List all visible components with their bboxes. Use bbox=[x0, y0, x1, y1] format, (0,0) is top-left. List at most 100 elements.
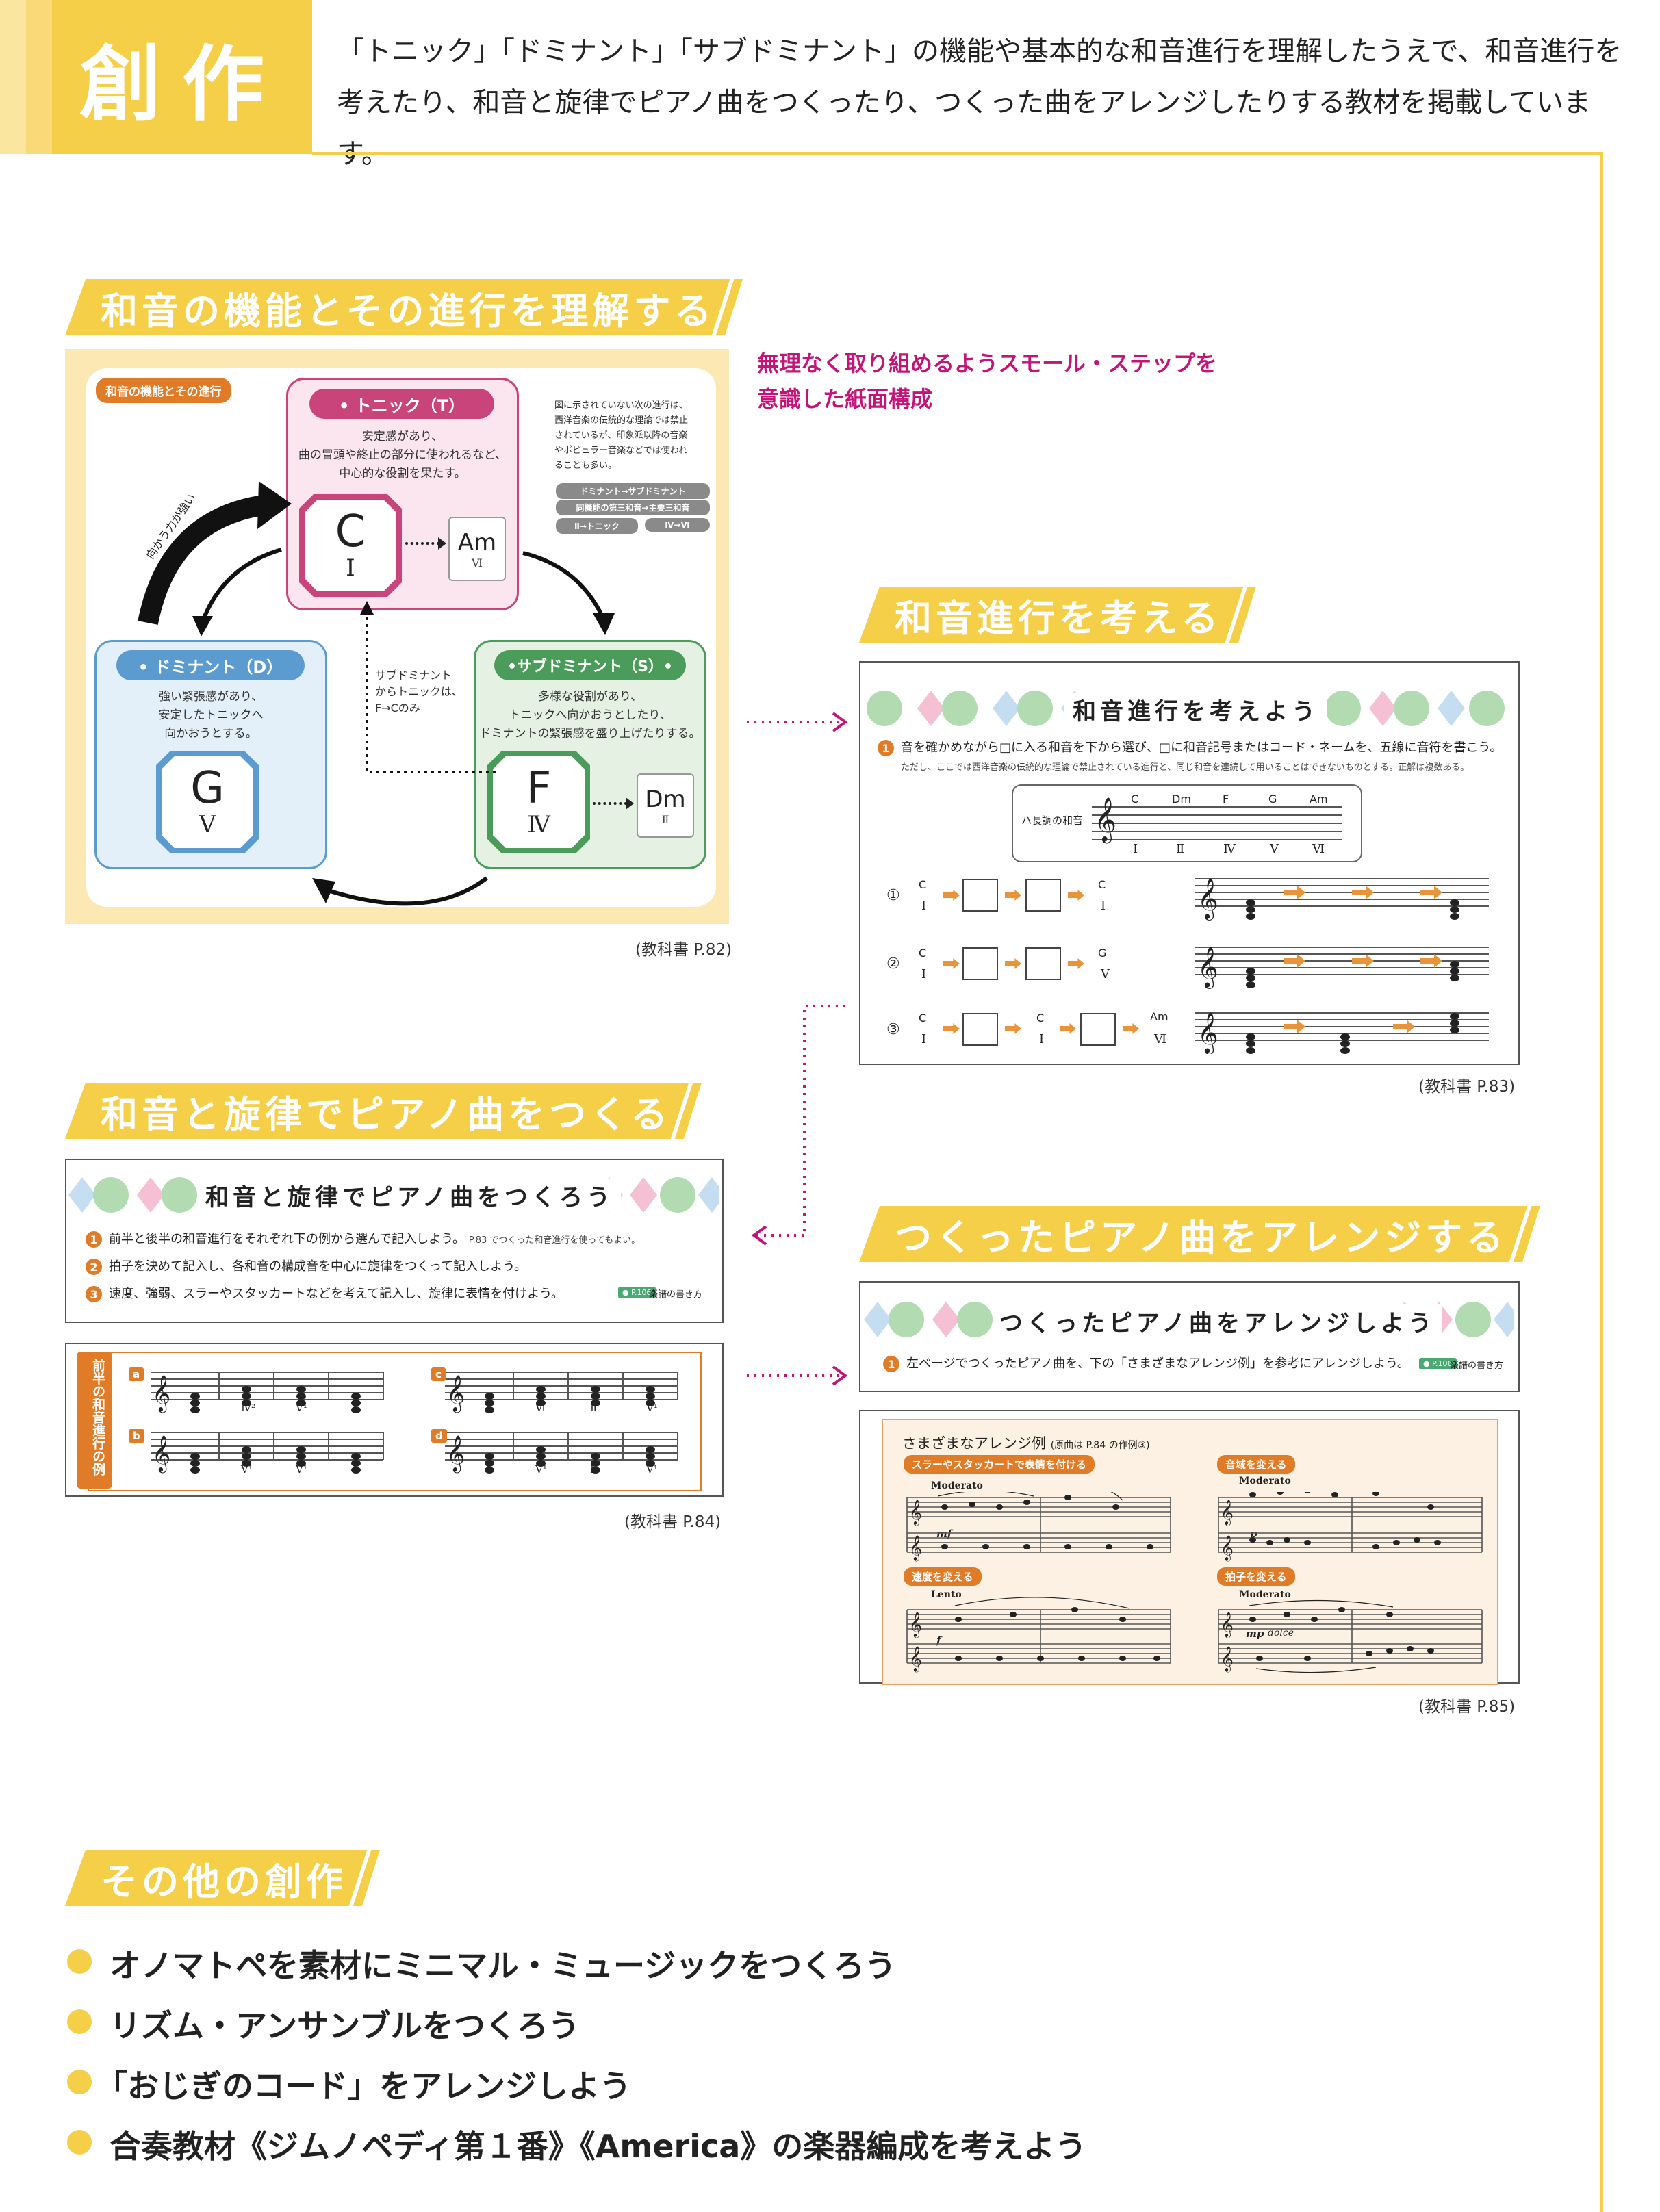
svg-text:𝄞: 𝄞 bbox=[446, 1435, 465, 1473]
example-id: c bbox=[431, 1367, 446, 1381]
arrange-title: さまざまなアレンジ例 (原曲は P.84 の作例③) bbox=[902, 1432, 1150, 1453]
reference-tag: ● P.106 bbox=[618, 1287, 656, 1298]
header-tile bbox=[52, 0, 312, 154]
bullet-icon bbox=[67, 1949, 92, 1974]
bullet-icon bbox=[67, 2070, 92, 2094]
tagline-line: 意識した紙面構成 bbox=[757, 386, 933, 412]
dynamic-mark: mp bbox=[1246, 1628, 1264, 1640]
chord-letter: G bbox=[190, 763, 225, 814]
progress-arrow-icon bbox=[1005, 1023, 1021, 1034]
chord-roman: Ⅵ bbox=[471, 556, 483, 569]
arrange-panel-label: 速度を変える bbox=[904, 1567, 982, 1586]
list-item: オノマトペを素材にミニマル・ミュージックをつくろう bbox=[110, 1947, 897, 1984]
answer-box[interactable] bbox=[962, 947, 998, 980]
section-heading-text: つくったピアノ曲をアレンジする bbox=[895, 1216, 1508, 1259]
progress-arrow-icon bbox=[1060, 1023, 1076, 1034]
caption-p85: (教科書 P.85) bbox=[1418, 1698, 1516, 1716]
subdominant-to-dominant-arrow bbox=[325, 876, 488, 906]
key-chord-name: F bbox=[1223, 793, 1229, 806]
example-roman: Ⅱ bbox=[590, 1402, 598, 1414]
tempo-mark: Moderato bbox=[931, 1480, 983, 1491]
bullet-icon bbox=[67, 2130, 92, 2155]
row-start-chord: C bbox=[919, 947, 927, 960]
arrange-title-text: さまざまなアレンジ例 bbox=[902, 1435, 1046, 1452]
tonic-desc-line: 中心的な役割を果たす。 bbox=[339, 467, 466, 480]
key-chord-name: C bbox=[1131, 793, 1139, 806]
arrange-scores: 𝄞𝄞𝄞𝄞 𝄞𝄞𝄞𝄞 bbox=[906, 1492, 1483, 1673]
dominant-desc-line: 強い緊張感があり、 bbox=[158, 690, 264, 704]
connector-arrow-right bbox=[743, 1362, 859, 1392]
list-item: 「おじぎのコード」をアレンジしよう bbox=[96, 2068, 631, 2105]
progress-arrow-icon bbox=[943, 958, 960, 969]
progress-arrow-icon bbox=[1068, 890, 1084, 901]
instruction-text: 音を確かめながら□に入る和音を下から選び、□に和音記号またはコード・ネームを、五… bbox=[901, 741, 1503, 755]
note-text: 図に示されていない次の進行は、 西洋音楽の伝統的な理論では禁止 されているが、印… bbox=[554, 398, 708, 474]
example-roman: Ⅰ bbox=[353, 1402, 357, 1414]
svg-text:𝄞: 𝄞 bbox=[152, 1374, 170, 1413]
svg-text:𝄞: 𝄞 bbox=[1197, 878, 1218, 921]
row-end-roman: Ⅴ bbox=[1101, 967, 1110, 981]
worksheet-title: つくったピアノ曲をアレンジしよう bbox=[993, 1304, 1442, 1338]
key-label: ハ長調の和音 bbox=[1021, 814, 1084, 827]
dominant-desc-line: 向かおうとする。 bbox=[164, 727, 257, 741]
answer-box[interactable] bbox=[1025, 879, 1061, 912]
note-line: 西洋音楽の伝統的な理論では禁止 bbox=[554, 415, 689, 426]
chord-roman: Ⅴ bbox=[199, 811, 216, 838]
tonic-substitute-chord: Am Ⅵ bbox=[448, 517, 506, 581]
step-text: 速度、強弱、スラーやスタッカートなどを考えて記入し、旋律に表情を付けよう。 bbox=[109, 1287, 564, 1301]
note-line: ることも多い。 bbox=[554, 461, 617, 471]
example-roman: Ⅰ bbox=[192, 1402, 196, 1414]
svg-text:𝄞: 𝄞 bbox=[1221, 1534, 1234, 1561]
bullet-icon bbox=[67, 2009, 92, 2034]
note-tag: ドミナント→サブドミナント bbox=[556, 483, 710, 499]
example-roman: Ⅴ¹ bbox=[646, 1463, 658, 1476]
svg-text:𝄞: 𝄞 bbox=[152, 1435, 170, 1473]
key-chord-roman: Ⅱ bbox=[1176, 842, 1185, 856]
row-end-chord: Am bbox=[1150, 1010, 1169, 1023]
subdominant-pill: •サブドミナント（S）• bbox=[494, 650, 686, 680]
label-line: からトニックは、 bbox=[375, 685, 463, 698]
arrange-panel-label: スラーやスタッカートで表情を付ける bbox=[904, 1455, 1095, 1474]
svg-text:𝄞: 𝄞 bbox=[1197, 947, 1218, 989]
example-id: a bbox=[129, 1367, 144, 1381]
instruction-text: 左ページでつくったピアノ曲を、下の「さまざまなアレンジ例」を参考にアレンジしよう… bbox=[906, 1356, 1409, 1371]
chord-roman: Ⅰ bbox=[346, 554, 355, 582]
step-number: 1 bbox=[883, 1356, 899, 1372]
key-chord-roman: Ⅴ bbox=[1270, 842, 1279, 856]
note-tag: Ⅳ→Ⅵ bbox=[645, 518, 710, 532]
arrow-head bbox=[312, 878, 335, 903]
tonic-description: 安定感があり、 曲の冒頭や終止の部分に使われるなど、 中心的な役割を果たす。 bbox=[288, 428, 518, 483]
row-start-roman: Ⅰ bbox=[921, 1032, 927, 1046]
sub-to-tonic-label: サブドミナント からトニックは、 F→Cのみ bbox=[375, 667, 478, 717]
arrow-head bbox=[438, 537, 446, 550]
key-chord-name: G bbox=[1268, 793, 1277, 806]
note-line: やポピュラー音楽などでは使われ bbox=[554, 446, 688, 456]
tonic-desc-line: 安定感があり、 bbox=[361, 430, 444, 443]
reference-text: 楽譜の書き方 bbox=[1450, 1361, 1504, 1371]
answer-box[interactable] bbox=[962, 879, 998, 912]
row-staves: 𝄞𝄞𝄞 bbox=[1195, 878, 1489, 1054]
subdominant-substitute-chord: Dm Ⅱ bbox=[637, 773, 694, 838]
row-number: ① bbox=[886, 887, 900, 904]
header-description-line: 考えたり、和音と旋律でピアノ曲をつくったり、つくった曲をアレンジしたりする教材を… bbox=[337, 87, 1591, 170]
svg-text:𝄞: 𝄞 bbox=[1221, 1645, 1234, 1672]
progress-arrow-icon bbox=[1123, 1023, 1139, 1034]
example-roman: Ⅰ bbox=[590, 1463, 594, 1476]
row-start-chord: C bbox=[919, 878, 927, 891]
answer-box[interactable] bbox=[962, 1013, 998, 1046]
section-heading-arrange: つくったピアノ曲をアレンジする bbox=[859, 1206, 1540, 1262]
answer-box[interactable] bbox=[1025, 947, 1061, 980]
note-tag: 同機能の第三和音→主要三和音 bbox=[556, 500, 710, 515]
treble-clef-icon: 𝄞 bbox=[1094, 797, 1117, 842]
strong-arrow bbox=[138, 495, 266, 625]
key-staff bbox=[1092, 806, 1342, 840]
chord-roman: Ⅱ bbox=[661, 812, 669, 826]
page-side-rule bbox=[1600, 152, 1603, 2212]
row-number: ③ bbox=[886, 1021, 900, 1038]
dominant-chord: G Ⅴ bbox=[162, 756, 253, 848]
section-heading-text: 和音進行を考える bbox=[895, 596, 1223, 640]
answer-box[interactable] bbox=[1080, 1013, 1116, 1046]
chord-letter: C bbox=[335, 506, 366, 557]
section-heading-text: 和音の機能とその進行を理解する bbox=[101, 289, 716, 333]
